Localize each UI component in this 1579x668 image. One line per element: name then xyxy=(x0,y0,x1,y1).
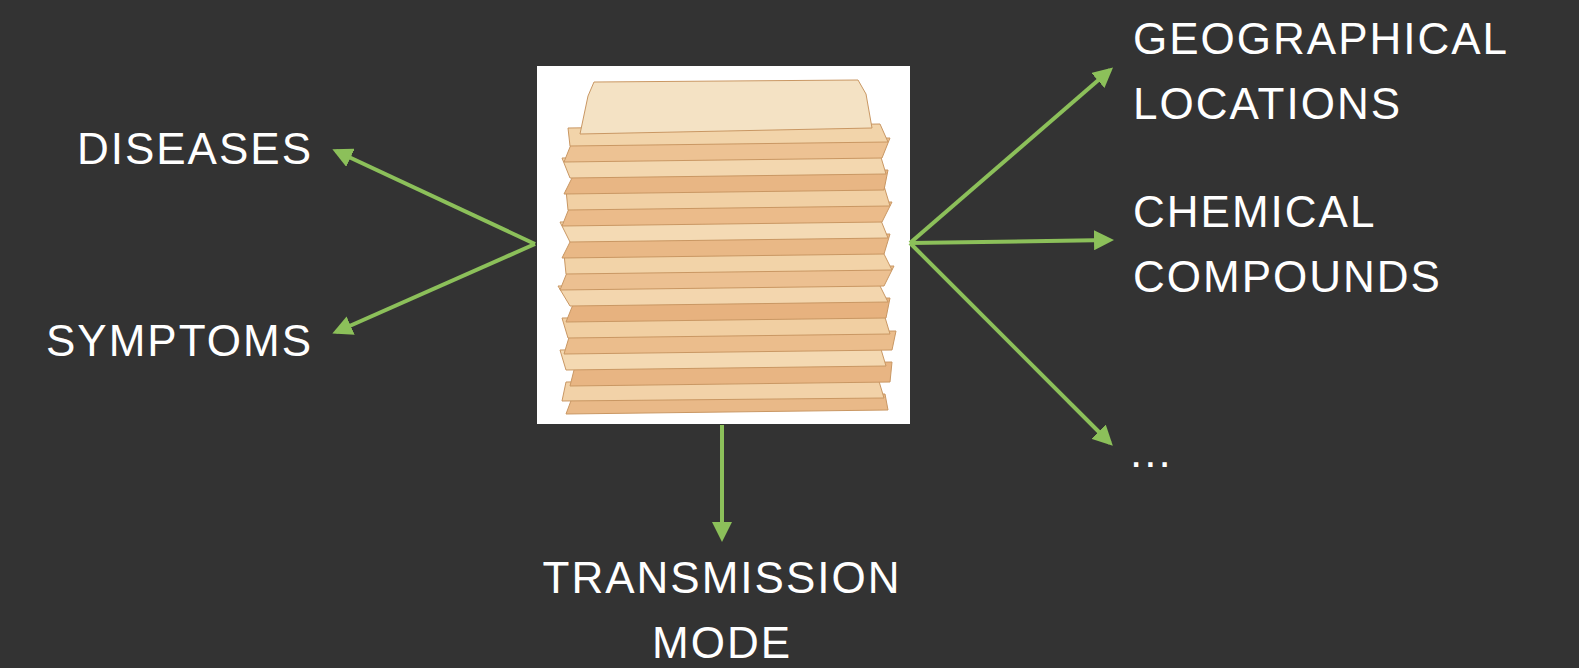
category-label: DISEASES xyxy=(0,116,313,181)
category-label: GEOGRAPHICAL LOCATIONS xyxy=(1133,6,1573,136)
folder-stack-illustration xyxy=(537,66,910,424)
arrow xyxy=(910,70,1110,243)
arrow xyxy=(720,425,724,538)
arrow xyxy=(910,243,1110,443)
category-label: TRANSMISSION MODE xyxy=(512,545,932,668)
category-label: ... xyxy=(1130,419,1330,484)
folder-layers xyxy=(558,80,896,414)
image-background xyxy=(537,66,910,424)
category-label: CHEMICAL COMPOUNDS xyxy=(1133,179,1573,309)
category-label: SYMPTOMS xyxy=(0,308,313,373)
arrow xyxy=(336,244,535,332)
folder xyxy=(580,80,872,134)
arrow xyxy=(336,151,535,244)
arrows xyxy=(336,70,1110,538)
arrow xyxy=(910,240,1110,243)
